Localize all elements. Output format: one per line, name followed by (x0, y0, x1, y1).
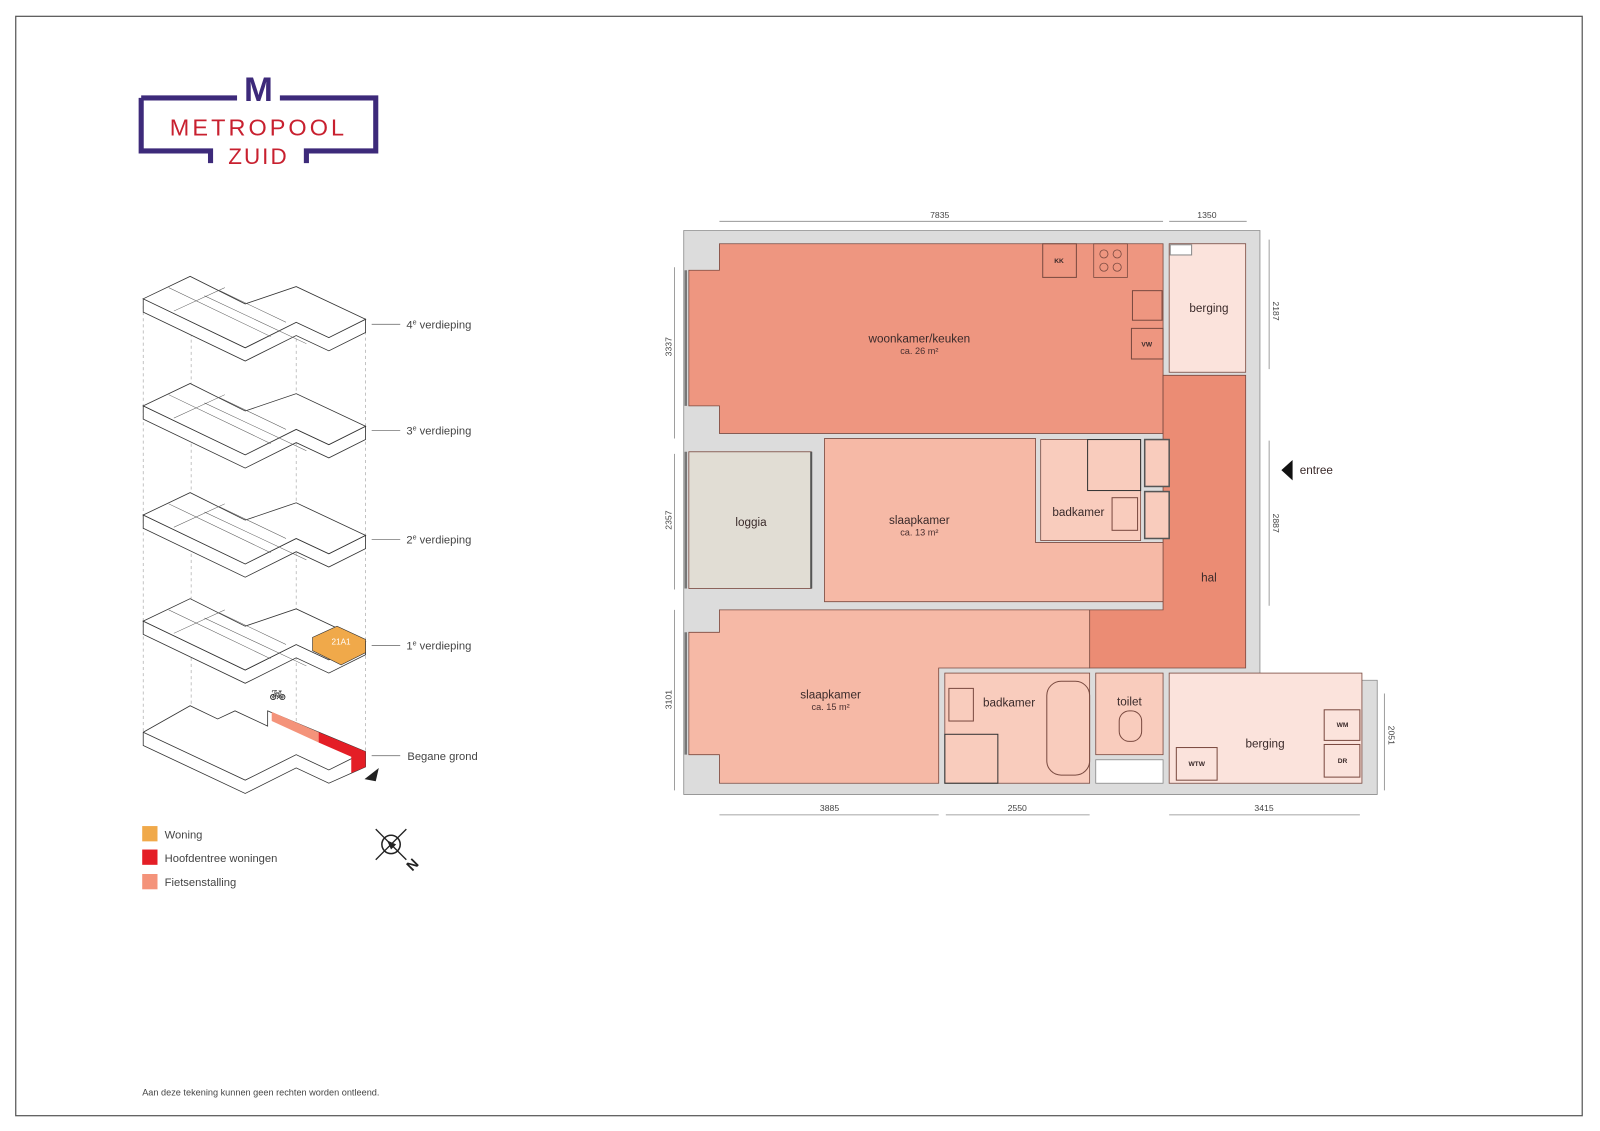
svg-text:DR: DR (1338, 758, 1348, 765)
room-badkamer-2 (944, 672, 1091, 784)
room-slaapkamer-1 (824, 438, 1164, 603)
entree-label: entree (1300, 464, 1333, 477)
bike-storage-area (271, 711, 319, 743)
room-berging-bottom (1168, 672, 1363, 784)
svg-text:3885: 3885 (820, 803, 839, 813)
room-label: loggia (735, 516, 767, 529)
legend-swatch-woning (142, 826, 158, 842)
building-axonometric (142, 275, 367, 765)
legend-swatch-fietsenstalling (142, 874, 158, 890)
shower (1087, 439, 1142, 492)
entrance-arrow-icon (1281, 459, 1293, 481)
svg-text:2887: 2887 (1271, 514, 1281, 533)
bike-icon: 🚲︎ (269, 688, 286, 703)
shaft-2 (1143, 490, 1170, 540)
floor-label-ground: Begane grond (371, 751, 478, 763)
svg-text:3e verdieping: 3e verdieping (406, 424, 471, 437)
main-entrance-area (318, 732, 366, 774)
svg-text:WM: WM (1337, 722, 1349, 729)
room-label: berging (1189, 302, 1228, 315)
svg-text:2357: 2357 (664, 510, 674, 529)
bathtub (1046, 680, 1091, 776)
svg-text:WTW: WTW (1188, 761, 1205, 768)
legend-label-woning: Woning (165, 829, 203, 841)
svg-text:3337: 3337 (664, 337, 674, 356)
room-label: hal (1201, 571, 1217, 584)
room-label: woonkamer/keuken (868, 333, 971, 346)
logo-line1: METROPOOL (170, 115, 347, 141)
entrance-arrow-icon (364, 767, 379, 782)
svg-text:1e verdieping: 1e verdieping (406, 640, 471, 653)
floor-slab-4 (142, 275, 367, 362)
washing-machine (1323, 709, 1361, 741)
svg-text:Begane grond: Begane grond (407, 751, 477, 763)
svg-text:2550: 2550 (1008, 803, 1027, 813)
washbasin (1111, 497, 1139, 531)
room-label: slaapkamer (889, 514, 950, 527)
floor-slab-1 (142, 598, 367, 684)
floor-label-4: 4e verdieping (371, 318, 471, 331)
floor-label-2: 2e verdieping (371, 533, 471, 547)
logo-mark: M (244, 71, 273, 109)
room-area: ca. 13 m² (900, 527, 938, 537)
storage-shelf (1169, 244, 1193, 256)
room-slaapkamer-2 (688, 609, 1091, 784)
svg-text:VW: VW (1141, 342, 1152, 349)
room-area: ca. 15 m² (812, 702, 850, 712)
svg-text:2187: 2187 (1271, 301, 1281, 320)
wtw-unit (1175, 747, 1218, 781)
dishwasher (1130, 327, 1164, 360)
room-label: slaapkamer (800, 689, 861, 702)
svg-text:7835: 7835 (930, 210, 949, 220)
svg-text:KK: KK (1054, 258, 1064, 265)
svg-text:3415: 3415 (1254, 803, 1273, 813)
legend-swatch-hoofdentree (142, 849, 158, 865)
svg-text:2051: 2051 (1386, 726, 1396, 745)
dryer (1323, 743, 1361, 778)
legend: Woning Hoofdentree woningen Fietsenstall… (142, 826, 278, 890)
floor-labels: 4e verdieping 3e verdieping 2e verdiepin… (371, 318, 478, 763)
room-berging-top (1168, 243, 1247, 373)
shower-2 (944, 733, 999, 784)
unit-code: 21A1 (332, 638, 351, 647)
floor-slab-2 (142, 492, 367, 578)
metropool-zuid-logo: M METROPOOL ZUID (138, 71, 379, 169)
svg-text:3101: 3101 (664, 690, 674, 709)
dimension-lines: 7835 1350 3337 2357 3101 2187 2887 2051 … (664, 210, 1396, 816)
room-area: ca. 26 m² (900, 346, 938, 356)
shaft-1 (1143, 438, 1170, 488)
apartment-floorplan: KK VW WM DR WTW woonkamer/keuken ca. 26 … (664, 210, 1396, 816)
floor-slab-3 (142, 383, 367, 469)
fridge (1042, 243, 1077, 278)
toilet-niche (1095, 759, 1164, 784)
room-label: badkamer (983, 697, 1035, 710)
room-woonkamer (688, 243, 1164, 434)
washbasin-2 (948, 687, 974, 722)
room-toilet (1095, 672, 1164, 756)
room-label: toilet (1117, 696, 1142, 709)
unit-highlight: 21A1 (312, 625, 366, 666)
toilet-bowl (1118, 710, 1143, 742)
logo-line2: ZUID (228, 144, 288, 169)
legend-label-hoofdentree: Hoofdentree woningen (165, 853, 278, 865)
room-label: badkamer (1052, 506, 1104, 519)
sink (1131, 290, 1163, 321)
ground-floor: 🚲︎ (142, 688, 379, 794)
room-label: berging (1245, 738, 1284, 751)
floor-label-3: 3e verdieping (371, 424, 471, 437)
svg-text:1350: 1350 (1197, 210, 1216, 220)
room-loggia (688, 451, 812, 589)
legend-label-fietsenstalling: Fietsenstalling (165, 877, 237, 889)
svg-text:4e verdieping: 4e verdieping (406, 318, 471, 331)
disclaimer: Aan deze tekening kunnen geen rechten wo… (142, 1087, 379, 1097)
hob-icon (1093, 243, 1128, 278)
svg-text:2e verdieping: 2e verdieping (406, 533, 471, 546)
floor-label-1: 1e verdieping (371, 640, 471, 653)
